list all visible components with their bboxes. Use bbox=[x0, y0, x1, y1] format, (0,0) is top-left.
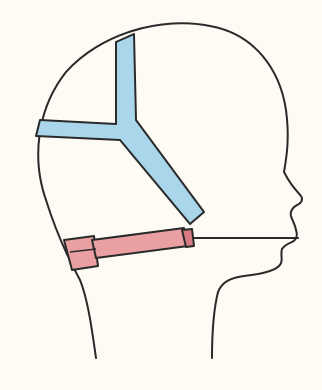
chin-strap-body bbox=[92, 228, 188, 258]
headgear-strap bbox=[36, 34, 204, 224]
chin-strap bbox=[64, 228, 194, 270]
